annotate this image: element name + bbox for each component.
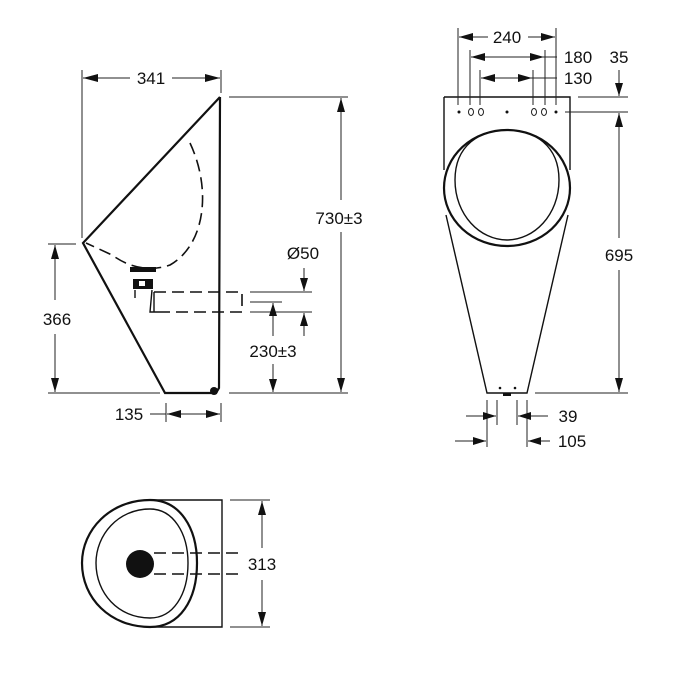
top-bowl-inner [95, 508, 189, 619]
front-body-outline [445, 214, 569, 394]
top-bowl-outer [80, 498, 199, 629]
dim-mount-middle: 180 [564, 48, 592, 67]
dim-width-top: 341 [137, 69, 165, 88]
outlet-hidden [154, 552, 242, 575]
dim-height-total: 730±3 [315, 209, 362, 228]
dim-mount-from-top: 35 [610, 48, 629, 67]
dim-height-to-mount: 695 [605, 246, 633, 265]
dim-outlet-height: 230±3 [249, 342, 296, 361]
dim-base-outer: 105 [558, 432, 586, 451]
bowl-inner-rim [454, 129, 560, 241]
dim-depth: 313 [248, 555, 276, 574]
dim-rim-height: 366 [43, 310, 71, 329]
bowl-outer-rim [442, 128, 572, 248]
dim-base-inner: 39 [559, 407, 578, 426]
side-body-outline [81, 96, 222, 395]
front-view: 240 180 130 35 695 [442, 28, 633, 451]
fixing-point [210, 387, 218, 395]
side-view: 341 730±3 366 Ø50 230±3 [43, 69, 363, 424]
outlet-pipe-hidden [154, 291, 243, 313]
bowl-hidden-line [85, 142, 204, 270]
dim-mount-outer: 240 [493, 28, 521, 47]
dim-mount-inner: 130 [564, 69, 592, 88]
top-view: 313 [80, 498, 278, 629]
dim-outlet-diameter: Ø50 [287, 244, 319, 263]
drain-flange [130, 267, 156, 272]
dim-base-depth: 135 [115, 405, 143, 424]
drain-hole [126, 550, 154, 578]
mounting-holes [457, 108, 558, 396]
